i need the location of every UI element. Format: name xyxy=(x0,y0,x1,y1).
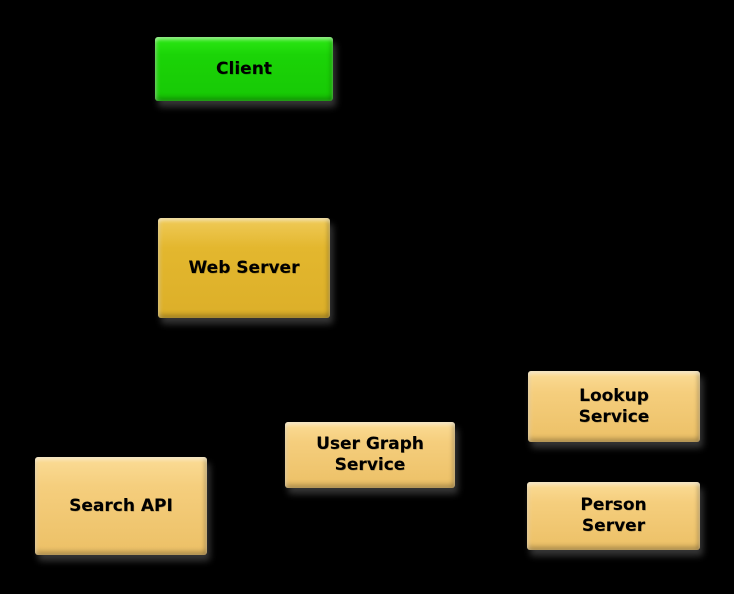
node-user-graph-service: User Graph Service xyxy=(285,422,455,488)
node-search-api: Search API xyxy=(35,457,207,555)
node-person-server: Person Server xyxy=(527,482,700,550)
node-person-server-label: Person Server xyxy=(580,495,647,536)
node-user-graph-service-label: User Graph Service xyxy=(316,434,424,475)
node-search-api-label: Search API xyxy=(69,495,173,516)
node-client-label: Client xyxy=(216,58,272,79)
node-web-server-label: Web Server xyxy=(188,257,300,278)
node-web-server: Web Server xyxy=(158,218,330,318)
node-client: Client xyxy=(155,37,333,101)
node-lookup-service: Lookup Service xyxy=(528,371,700,442)
node-lookup-service-label: Lookup Service xyxy=(578,385,650,427)
